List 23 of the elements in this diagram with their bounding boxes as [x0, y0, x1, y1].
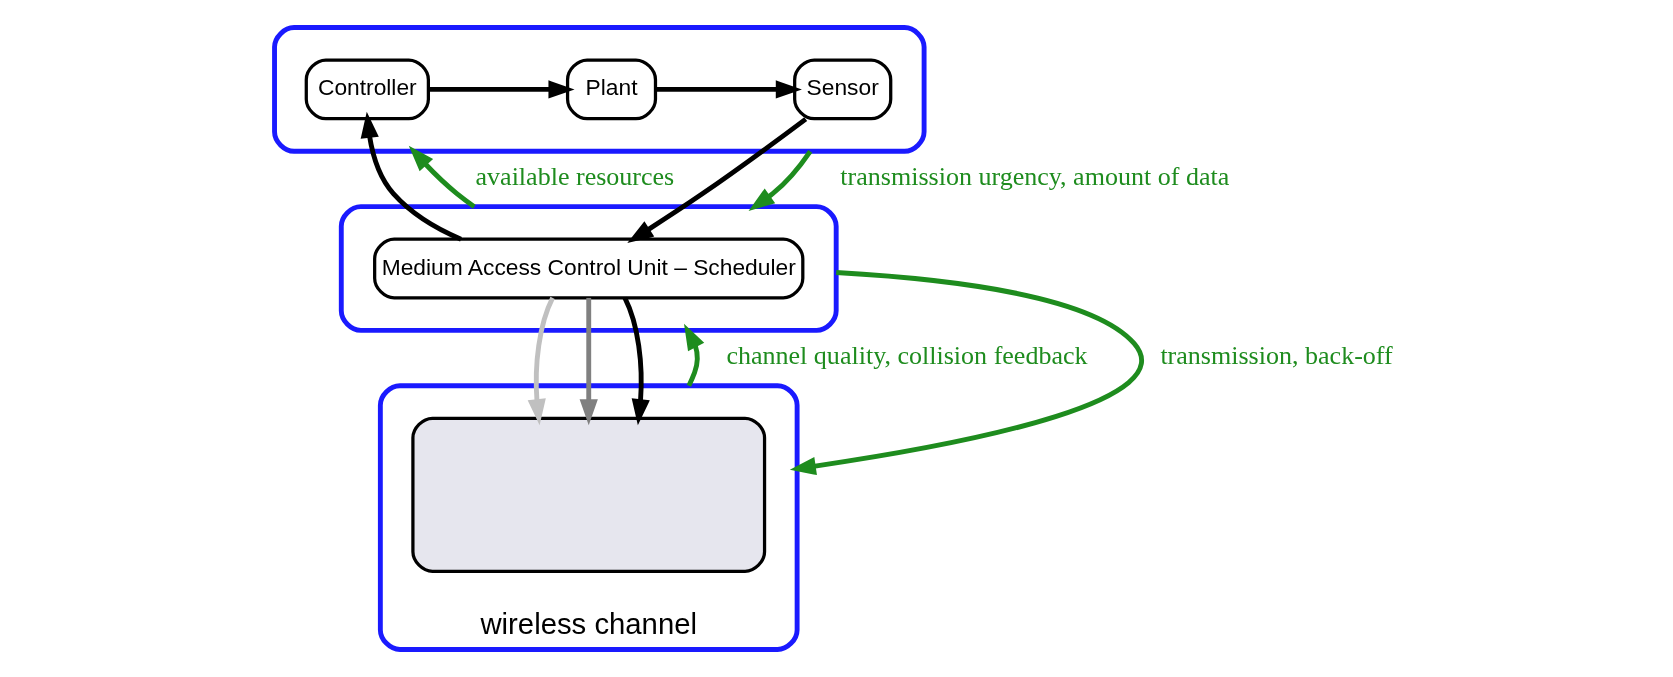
- arrow: [360, 111, 462, 242]
- arrow: [579, 297, 598, 426]
- arrow: [655, 80, 802, 99]
- arrow: [527, 296, 555, 426]
- edge-label: channel quality, collision feedback: [725, 341, 1088, 371]
- node-box: Medium Access Control Unit – Scheduler: [372, 237, 804, 300]
- node-box: Plant: [565, 58, 657, 121]
- arrow: [408, 145, 476, 209]
- cluster: [338, 204, 839, 333]
- cluster: wireless channel: [377, 383, 800, 652]
- arrow: [427, 80, 575, 99]
- node-box: [410, 416, 766, 573]
- arrow: [683, 323, 704, 387]
- node-box: Sensor: [792, 58, 892, 121]
- node-box: Controller: [304, 58, 430, 121]
- edge-label: available resources: [475, 162, 674, 192]
- arrow: [748, 149, 812, 211]
- edge-label: transmission, back-off: [1159, 341, 1393, 371]
- arrow: [622, 296, 650, 426]
- edge-label: transmission urgency, amount of data: [839, 162, 1229, 192]
- cluster: [271, 25, 927, 154]
- arrow: [626, 117, 807, 243]
- arrow: [789, 270, 1143, 476]
